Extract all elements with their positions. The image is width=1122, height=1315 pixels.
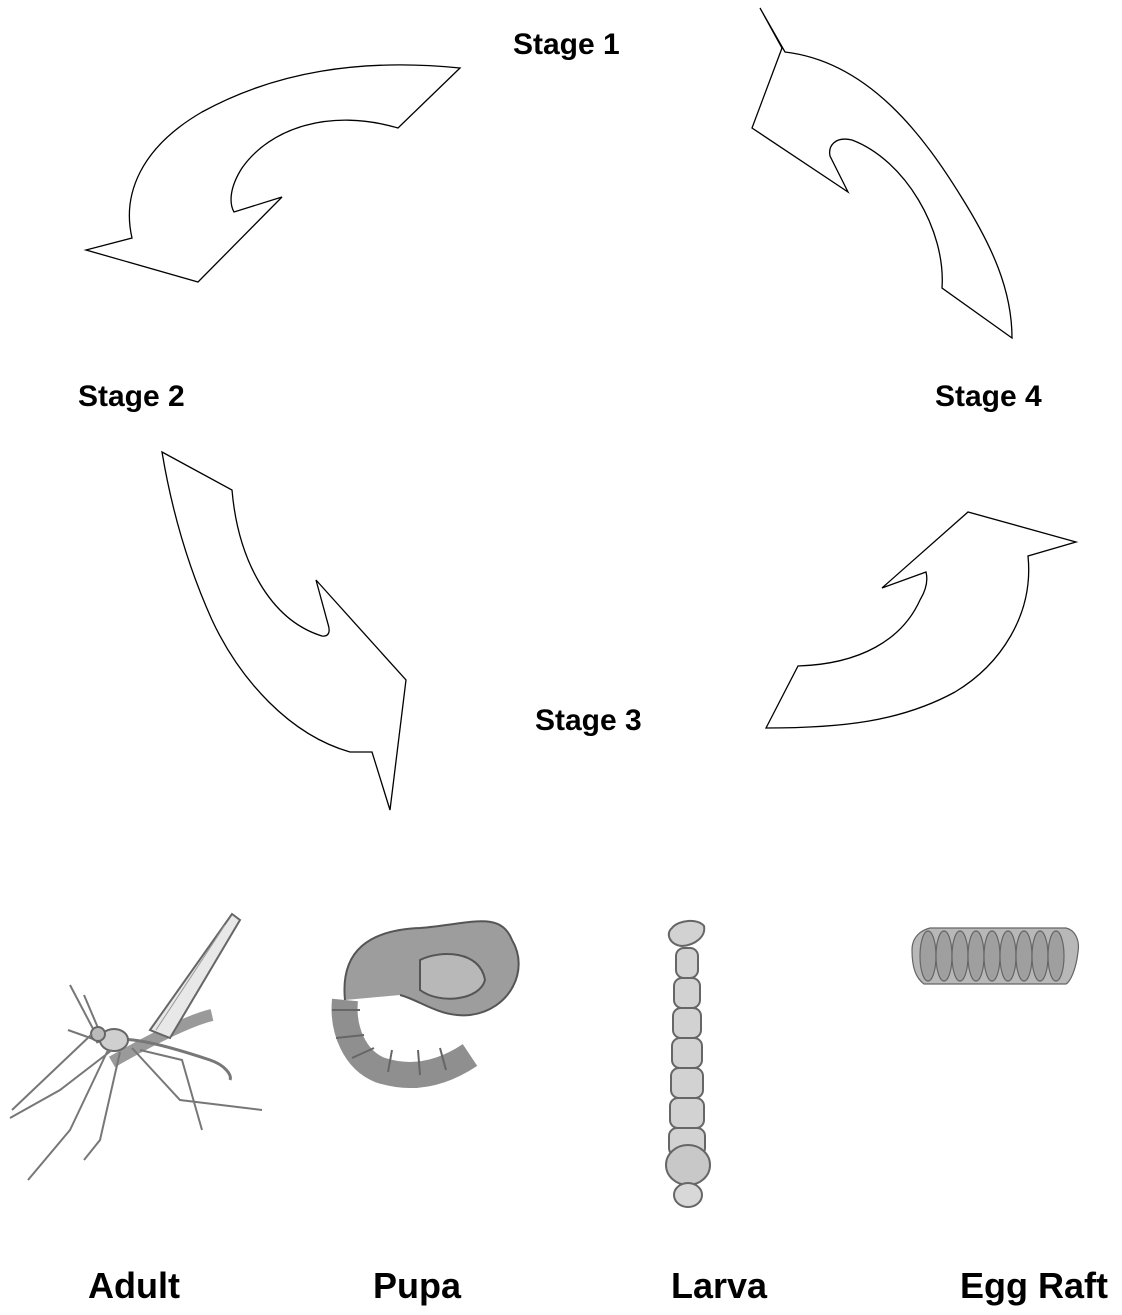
adult-mosquito-illustration xyxy=(10,914,262,1180)
larva-illustration xyxy=(666,921,710,1207)
egg-raft-illustration xyxy=(912,928,1078,984)
cycle-arrow-stage3-to-stage4 xyxy=(766,512,1076,728)
cycle-arrow-stage1-to-stage2 xyxy=(86,65,460,282)
cycle-arrow-stage4-to-stage1 xyxy=(752,8,1012,338)
cycle-arrow-stage2-to-stage3 xyxy=(162,452,406,810)
stage-2-label: Stage 2 xyxy=(78,382,185,412)
stage-1-label: Stage 1 xyxy=(513,30,620,60)
stage-4-label: Stage 4 xyxy=(935,382,1042,412)
pupa-illustration xyxy=(332,921,519,1075)
adult-label: Adult xyxy=(88,1268,180,1304)
pupa-label: Pupa xyxy=(373,1268,461,1304)
larva-label: Larva xyxy=(671,1268,767,1304)
stage-3-label: Stage 3 xyxy=(535,706,642,736)
egg-raft-label: Egg Raft xyxy=(960,1268,1108,1304)
